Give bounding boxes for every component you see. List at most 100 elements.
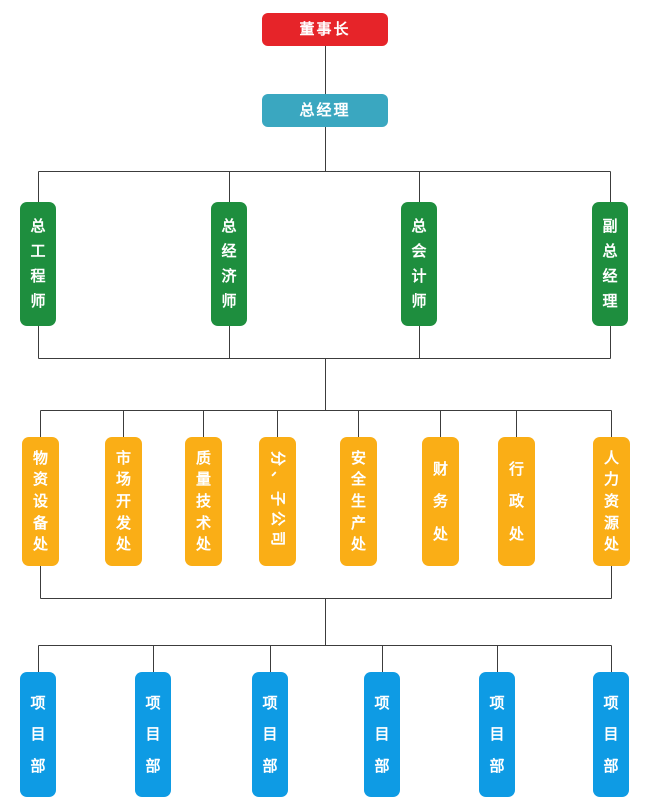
node-label-char: 经: [602, 267, 618, 285]
node-finance-dept: 财务处: [422, 437, 459, 566]
node-label: 项目部: [20, 672, 56, 797]
node-label-char: 资: [603, 491, 619, 510]
node-label-char: 务: [432, 492, 448, 510]
node-label-char: 设: [32, 491, 48, 510]
node-label-char: 部: [145, 756, 161, 775]
node-label-char: 副: [602, 217, 618, 235]
node-label: 分、子公司: [269, 451, 287, 552]
node-label-char: 量: [195, 470, 211, 489]
node-label-char: 总: [221, 217, 237, 235]
node-safety-production-dept: 安全生产处: [340, 437, 377, 566]
node-label-char: 力: [603, 470, 619, 489]
node-label: 市场开发处: [105, 437, 142, 566]
node-project-dept-2: 项目部: [135, 672, 171, 797]
node-label-char: 发: [115, 513, 131, 532]
node-label-char: 计: [411, 267, 427, 285]
node-label-char: 理: [602, 292, 618, 310]
node-label-char: 项: [262, 693, 278, 712]
node-label-char: 产: [350, 513, 366, 532]
node-label: 项目部: [135, 672, 171, 797]
node-label-char: 程: [30, 267, 46, 285]
node-label-char: 总: [411, 217, 427, 235]
node-label-char: 处: [115, 535, 131, 554]
node-label-char: 行: [508, 459, 524, 478]
node-label-char: 处: [603, 535, 619, 554]
node-label-char: 处: [432, 524, 448, 543]
node-label-char: 处: [195, 535, 211, 554]
node-project-dept-6: 项目部: [593, 672, 629, 797]
node-chairman: 董事长: [262, 13, 388, 46]
node-label-char: 术: [195, 513, 211, 532]
node-project-dept-4: 项目部: [364, 672, 400, 797]
node-market-development-dept: 市场开发处: [105, 437, 142, 566]
node-label: 安全生产处: [340, 437, 377, 566]
node-deputy-general-manager: 副总经理: [592, 202, 628, 326]
node-label-char: 目: [374, 725, 390, 743]
node-label-char: 师: [411, 292, 427, 310]
node-label-char: 处: [32, 535, 48, 554]
node-label-char: 项: [603, 693, 619, 712]
node-label: 质量技术处: [185, 437, 222, 566]
node-label-char: 项: [30, 693, 46, 712]
node-label-char: 目: [603, 725, 619, 743]
node-label-char: 源: [603, 513, 619, 532]
node-label-char: 处: [350, 535, 366, 554]
node-label-char: 政: [508, 492, 524, 510]
node-project-dept-3: 项目部: [252, 672, 288, 797]
connector-departments-to-projects: [38, 566, 612, 672]
node-label-char: 项: [489, 693, 505, 712]
connector-executives-to-departments: [38, 326, 612, 437]
node-label-char: 工: [30, 242, 46, 260]
node-label-char: 项: [145, 693, 161, 712]
node-label-char: 目: [30, 725, 46, 743]
node-label: 项目部: [252, 672, 288, 797]
node-project-dept-5: 项目部: [479, 672, 515, 797]
node-materials-equipment-dept: 物资设备处: [22, 437, 59, 566]
node-label-char: 财: [432, 459, 448, 478]
node-quality-technology-dept: 质量技术处: [185, 437, 222, 566]
node-administration-dept: 行政处: [498, 437, 535, 566]
node-label-char: 质: [195, 448, 211, 467]
node-label: 董事长: [299, 20, 351, 38]
node-label: 副总经理: [592, 202, 628, 326]
node-label-char: 师: [30, 292, 46, 310]
node-label-char: 市: [115, 448, 131, 467]
node-label: 总会计师: [401, 202, 437, 326]
node-label-char: 部: [262, 756, 278, 775]
node-label: 行政处: [498, 437, 535, 566]
node-label: 人力资源处: [593, 437, 630, 566]
node-label-char: 物: [32, 448, 48, 467]
node-label: 财务处: [422, 437, 459, 566]
node-label-char: 部: [603, 756, 619, 775]
node-label: 项目部: [593, 672, 629, 797]
connector-gm-to-executives: [38, 127, 611, 203]
node-chief-engineer: 总工程师: [20, 202, 56, 326]
node-label-char: 部: [489, 756, 505, 775]
node-label-char: 安: [350, 448, 366, 467]
node-label: 项目部: [479, 672, 515, 797]
node-label-char: 部: [30, 756, 46, 775]
node-label-char: 目: [489, 725, 505, 743]
node-label-char: 处: [508, 524, 524, 543]
node-label-char: 备: [32, 513, 48, 532]
node-human-resources-dept: 人力资源处: [593, 437, 630, 566]
node-label-char: 经: [221, 242, 237, 260]
node-label-char: 目: [262, 725, 278, 743]
node-label-char: 部: [374, 756, 390, 775]
node-label-char: 济: [221, 267, 237, 285]
node-subsidiaries: 分、子公司: [259, 437, 296, 566]
node-chief-accountant: 总会计师: [401, 202, 437, 326]
node-label-char: 资: [32, 470, 48, 489]
node-label-char: 项: [374, 693, 390, 712]
node-label-char: 生: [350, 491, 366, 510]
node-label-char: 目: [145, 725, 161, 743]
node-general-manager: 总经理: [262, 94, 388, 127]
node-label-char: 全: [350, 470, 366, 489]
node-label: 总工程师: [20, 202, 56, 326]
node-project-dept-1: 项目部: [20, 672, 56, 797]
node-label-char: 场: [115, 470, 131, 489]
node-label: 总经理: [299, 101, 351, 119]
node-chief-economist: 总经济师: [211, 202, 247, 326]
node-label-char: 会: [411, 242, 427, 260]
